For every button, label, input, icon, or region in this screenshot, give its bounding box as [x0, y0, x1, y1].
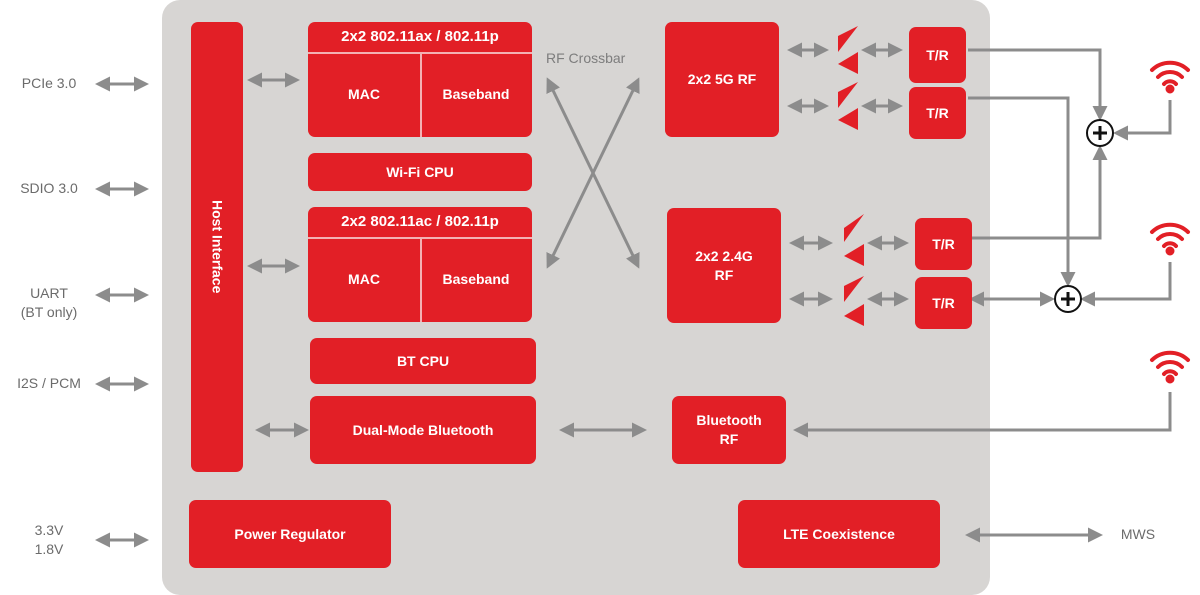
bluetooth-rf-line1: Bluetooth [696, 412, 762, 429]
wifi-ac-mac: MAC [308, 237, 422, 322]
voltage-label: 3.3V 1.8V [8, 521, 90, 559]
btrf-ant3-line [793, 392, 1172, 438]
amplifier-triangle-icon [844, 214, 864, 242]
rf-5g-block: 2x2 5G RF [665, 22, 779, 137]
rf-24g-block: 2x2 2.4G RF [667, 208, 781, 323]
bt-cpu-block: BT CPU [310, 338, 536, 384]
mws-label: MWS [1120, 526, 1156, 542]
sdio-label: SDIO 3.0 [20, 180, 78, 196]
pcie-label: PCIe 3.0 [21, 75, 77, 91]
wifi-ac-block: 2x2 802.11ac / 802.11p MAC Baseband [308, 207, 532, 322]
i2s-label: I2S / PCM [17, 375, 81, 391]
amplifier-triangle-icon [838, 26, 858, 52]
wifi-ax-mac: MAC [308, 52, 422, 137]
voltage-label-line2: 1.8V [34, 540, 64, 557]
tr1-comb1-line [968, 48, 1108, 121]
wifi-ac-header: 2x2 802.11ac / 802.11p [308, 207, 532, 239]
rf-24g-line1: 2x2 2.4G [695, 247, 753, 264]
voltage-label-line1: 3.3V [34, 522, 64, 538]
rf-crossbar-label: RF Crossbar [546, 50, 626, 66]
comb1-ant1-line [1113, 100, 1172, 141]
wifi-ax-header: 2x2 802.11ax / 802.11p [308, 22, 532, 54]
amplifier-triangle-icon [838, 82, 858, 108]
wifi-cpu-block: Wi-Fi CPU [308, 153, 532, 191]
dual-mode-bluetooth-block: Dual-Mode Bluetooth [310, 396, 536, 464]
tr-block-2: T/R [909, 87, 966, 139]
uart-label-line1: UART [30, 285, 68, 301]
host-interface-block: Host Interface [191, 22, 243, 472]
wifi-antenna-icon [1150, 350, 1190, 384]
uart-label: UART (BT only) [8, 284, 90, 322]
wifi-ax-block: 2x2 802.11ax / 802.11p MAC Baseband [308, 22, 532, 137]
bluetooth-rf-line2: RF [719, 431, 739, 447]
power-regulator-block: Power Regulator [189, 500, 391, 568]
rf-24g-line2: RF [714, 266, 734, 283]
tr2-comb2-line [968, 96, 1076, 287]
tr-block-4: T/R [915, 277, 972, 329]
amplifier-triangle-icon [844, 244, 864, 266]
wifi-ax-baseband: Baseband [442, 86, 510, 103]
amplifier-triangle-icon [838, 108, 858, 130]
tr-block-3: T/R [915, 218, 972, 270]
tr-block-1: T/R [909, 27, 966, 83]
amplifier-triangle-icon [844, 304, 864, 326]
amplifier-triangle-icon [844, 276, 864, 302]
crossbar-line-2 [546, 77, 640, 269]
lte-coexistence-block: LTE Coexistence [738, 500, 940, 568]
tr3-comb1-line [972, 145, 1108, 240]
wifi-ac-baseband: Baseband [442, 271, 510, 288]
amplifier-triangle-icon [838, 52, 858, 74]
comb2-ant2-line [1080, 262, 1172, 307]
wifi-antenna-icon [1150, 60, 1190, 94]
wifi-antenna-icon [1150, 222, 1190, 256]
host-interface-label: Host Interface [209, 200, 226, 294]
uart-label-line2: (BT only) [20, 303, 78, 320]
bluetooth-rf-block: Bluetooth RF [672, 396, 786, 464]
